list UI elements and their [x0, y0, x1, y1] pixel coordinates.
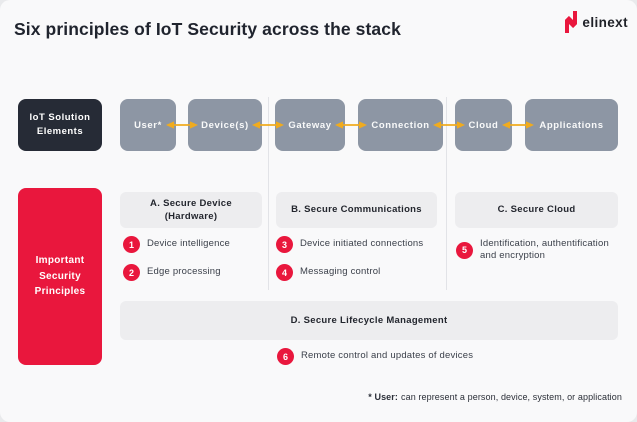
principle-item-1: 1 Device intelligence [123, 236, 230, 253]
section-header-secure-communications: B. Secure Communications [276, 192, 437, 228]
stack-node-gateway: Gateway [275, 99, 345, 151]
section-c-title: C. Secure Cloud [497, 204, 576, 216]
principle-item-2: 2 Edge processing [123, 264, 221, 281]
principle-text-5: Identification, authentification and enc… [480, 238, 609, 262]
section-header-secure-lifecycle: D. Secure Lifecycle Management [120, 301, 618, 340]
principle-text-1: Device intelligence [147, 238, 231, 250]
double-arrow-icon [433, 121, 465, 129]
stack-node-applications-label: Applications [539, 119, 604, 131]
footnote-bold-part: * User: [368, 392, 398, 402]
stack-node-cloud-label: Cloud [468, 119, 499, 131]
section-b-title: B. Secure Communications [291, 204, 422, 216]
elinext-n-icon [564, 11, 578, 33]
stack-node-devices: Device(s) [188, 99, 262, 151]
principle-text-2: Edge processing [147, 266, 221, 278]
stack-node-gateway-label: Gateway [288, 119, 332, 131]
footnote-rest-part: can represent a person, device, system, … [400, 392, 622, 402]
principle-item-4: 4 Messaging control [276, 264, 381, 281]
principle-item-3: 3 Device initiated connections [276, 236, 423, 253]
user-footnote: * User:can represent a person, device, s… [368, 392, 622, 402]
brand-name: elinext [582, 14, 628, 30]
important-security-principles-label: Important Security Principles [34, 255, 86, 298]
number-badge-5: 5 [456, 241, 473, 259]
principle-item-5: 5 Identification, authentification and e… [456, 238, 625, 263]
double-arrow-icon [502, 121, 534, 129]
important-security-principles-box: Important Security Principles [18, 188, 102, 365]
principle-item-6: 6 Remote control and updates of devices [277, 348, 473, 365]
stack-node-connection-label: Connection [371, 119, 430, 131]
iot-solution-elements-label: IoT Solution Elements [29, 111, 91, 137]
stack-node-user-label: User* [134, 119, 162, 131]
double-arrow-icon [166, 121, 198, 129]
section-header-secure-cloud: C. Secure Cloud [455, 192, 618, 228]
number-badge-3: 3 [276, 236, 293, 253]
brand-logo: elinext [564, 11, 628, 33]
number-badge-1: 1 [123, 236, 140, 253]
principle-text-3: Device initiated connections [300, 238, 424, 250]
iot-solution-elements-box: IoT Solution Elements [18, 99, 102, 151]
number-badge-2: 2 [123, 264, 140, 281]
number-badge-6: 6 [277, 348, 294, 365]
stack-node-devices-label: Device(s) [201, 119, 249, 131]
page-title: Six principles of IoT Security across th… [14, 19, 401, 39]
section-d-title: D. Secure Lifecycle Management [290, 314, 448, 326]
section-a-title: A. Secure Device (Hardware) [150, 197, 232, 222]
column-separator-left [268, 97, 269, 290]
column-separator-right [446, 97, 447, 290]
principle-text-4: Messaging control [300, 266, 381, 278]
number-badge-4: 4 [276, 264, 293, 281]
stack-node-connection: Connection [358, 99, 443, 151]
double-arrow-icon [335, 121, 367, 129]
double-arrow-icon [252, 121, 284, 129]
stack-node-applications: Applications [525, 99, 618, 151]
section-header-secure-device: A. Secure Device (Hardware) [120, 192, 262, 228]
principle-text-6: Remote control and updates of devices [301, 350, 474, 362]
